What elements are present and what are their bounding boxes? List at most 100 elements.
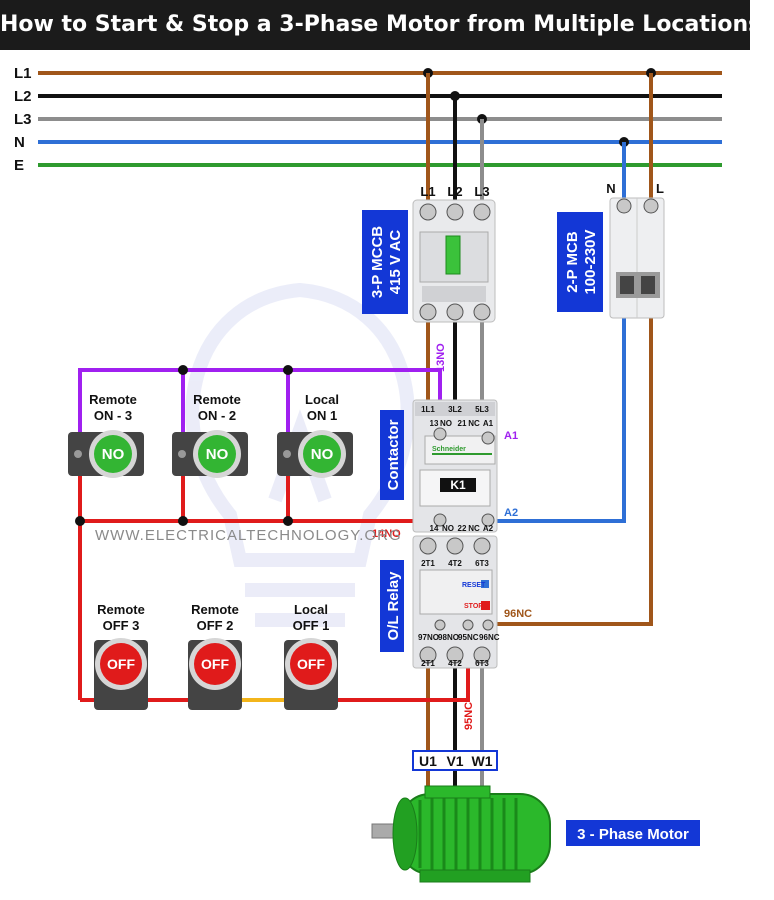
contactor-label: Contactor	[385, 419, 402, 490]
junction-dots	[423, 68, 656, 147]
bus-label-l1: L1	[14, 65, 32, 82]
contactor-aux-nc-top: NC	[468, 419, 480, 428]
wire-label-14no: 14NO	[372, 528, 401, 540]
watermark-text: WWW.ELECTRICALTECHNOLOGY.ORG	[95, 527, 402, 544]
on-button-remote-2[interactable]	[172, 430, 248, 478]
mcb-label-line2: 100-230V	[582, 229, 599, 294]
bus-bars	[38, 71, 722, 167]
relay-label-box: O/L Relay	[380, 560, 404, 652]
contactor-brand: Schneider	[432, 446, 466, 453]
overload-relay-body	[412, 535, 498, 669]
contactor-aux-13: 13	[430, 419, 439, 428]
on-button-2-label-line1: Remote	[193, 392, 241, 407]
relay-top-4t2: 4T2	[448, 559, 462, 568]
on-button-3-label-line1: Remote	[89, 392, 137, 407]
off-button-2-text: OFF	[201, 656, 229, 672]
wire-label-95nc: 95NC	[463, 702, 475, 730]
contactor-aux-22: 22	[458, 524, 467, 533]
mcb-label-line1: 2-P MCB	[564, 231, 581, 293]
mccb-breaker	[412, 199, 496, 323]
relay-aux-nc-b: NC	[488, 633, 500, 642]
contactor-aux-a1: A1	[483, 419, 494, 428]
contactor-terminal-5l3: 5L3	[475, 405, 489, 414]
motor-terminal-box	[412, 750, 498, 771]
motor-terminal-u1: U1	[419, 753, 437, 769]
relay-top-6t3: 6T3	[475, 559, 489, 568]
contactor-name: K1	[450, 478, 466, 492]
relay-reset-label: RESET	[462, 582, 486, 589]
contactor-label-box: Contactor	[380, 410, 404, 500]
relay-aux-98: 98	[438, 633, 447, 642]
relay-stop-label: STOP	[464, 603, 483, 610]
off-button-3-text: OFF	[107, 656, 135, 672]
relay-label: O/L Relay	[385, 571, 402, 641]
contactor-aux-no-top: NO	[440, 419, 452, 428]
on-button-1-label-line2: ON 1	[307, 408, 337, 423]
off-button-1-label-line2: OFF 1	[293, 618, 330, 633]
on-button-local-1[interactable]	[277, 430, 353, 478]
off-button-3-label-line2: OFF 3	[103, 618, 140, 633]
page-title: How to Start & Stop a 3-Phase Motor from…	[0, 0, 774, 50]
motor-label-box: 3 - Phase Motor	[566, 820, 700, 846]
control-junction-dots	[75, 365, 293, 526]
relay-top-2t1: 2T1	[421, 559, 435, 568]
relay-aux-nc-a: NC	[467, 633, 479, 642]
three-phase-motor-icon	[371, 785, 551, 883]
contactor-aux-21: 21	[458, 419, 467, 428]
contactor-aux-a2: A2	[483, 524, 494, 533]
relay-aux-no-b: NO	[447, 633, 459, 642]
contactor-aux-nc-bottom: NC	[468, 524, 480, 533]
contactor-terminal-1l1: 1L1	[421, 405, 435, 414]
bus-label-e: E	[14, 157, 24, 174]
motor-terminal-w1: W1	[472, 753, 493, 769]
contactor-terminal-3l2: 3L2	[448, 405, 462, 414]
off-button-3-label-line1: Remote	[97, 602, 145, 617]
on-button-3-label-line2: ON - 3	[94, 408, 132, 423]
on-button-3-text: NO	[102, 446, 125, 463]
off-button-2-label-line1: Remote	[191, 602, 239, 617]
motor-terminal-v1: V1	[446, 753, 463, 769]
bus-label-l3: L3	[14, 111, 32, 128]
off-button-local-1[interactable]	[284, 638, 338, 710]
relay-bottom-6t3: 6T3	[475, 659, 489, 668]
control-wires	[78, 368, 490, 702]
wire-label-a2: A2	[504, 507, 518, 519]
relay-aux-no-a: NO	[427, 633, 439, 642]
off-button-2-label-line2: OFF 2	[197, 618, 234, 633]
relay-bottom-2t1: 2T1	[421, 659, 435, 668]
contactor-aux-14: 14	[430, 524, 439, 533]
bus-label-n: N	[14, 134, 25, 151]
off-button-1-text: OFF	[297, 656, 325, 672]
on-button-2-label-line2: ON - 2	[198, 408, 236, 423]
mccb-label-line2: 415 V AC	[387, 230, 404, 295]
off-button-remote-2[interactable]	[188, 638, 242, 710]
off-button-remote-3[interactable]	[94, 638, 148, 710]
relay-bottom-4t2: 4T2	[448, 659, 462, 668]
wire-label-13no: 13NO	[435, 343, 447, 372]
mcb-terminal-l: L	[656, 181, 664, 196]
motor-label: 3 - Phase Motor	[577, 826, 689, 843]
mccb-label-line1: 3-P MCCB	[369, 226, 386, 298]
wiring-diagram: L1 L2 L3 N E	[14, 65, 722, 883]
wire-label-96nc: 96NC	[504, 608, 532, 620]
on-button-1-text: NO	[311, 446, 334, 463]
relay-aux-96: 96	[479, 633, 488, 642]
relay-aux-97: 97	[418, 633, 427, 642]
mcb-breaker	[609, 197, 665, 319]
mccb-terminal-l3: L3	[474, 184, 489, 199]
contactor-aux-no-bottom: NO	[442, 524, 454, 533]
on-button-2-text: NO	[206, 446, 229, 463]
wire-label-a1: A1	[504, 430, 518, 442]
mccb-label-box: 3-P MCCB 415 V AC	[362, 210, 408, 314]
on-button-remote-3[interactable]	[68, 430, 144, 478]
mcb-label-box: 2-P MCB 100-230V	[557, 212, 603, 312]
on-button-1-label-line1: Local	[305, 392, 339, 407]
mccb-terminal-l2: L2	[447, 184, 462, 199]
bus-label-l2: L2	[14, 88, 32, 105]
off-button-1-label-line1: Local	[294, 602, 328, 617]
relay-aux-95: 95	[458, 633, 467, 642]
mcb-terminal-n: N	[606, 181, 615, 196]
power-wires	[426, 73, 653, 790]
mccb-terminal-l1: L1	[420, 184, 435, 199]
contactor-body	[412, 399, 498, 533]
